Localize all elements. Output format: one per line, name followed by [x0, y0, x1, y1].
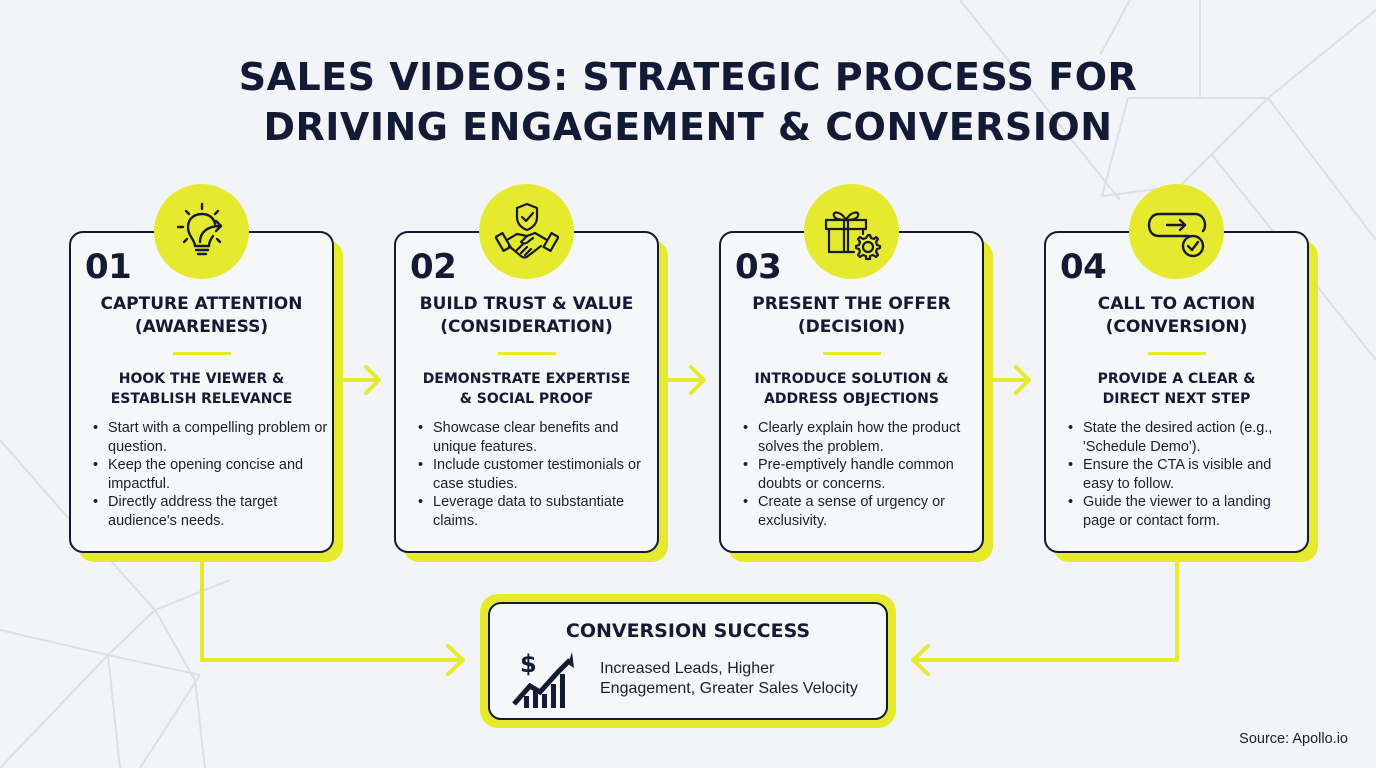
subtitle-line-1: DEMONSTRATE EXPERTISE [422, 371, 631, 387]
subtitle-line-1: HOOK THE VIEWER & [118, 371, 285, 387]
step-stage-title: CALL TO ACTION (CONVERSION) [1046, 293, 1307, 339]
gift-gear-icon [824, 210, 881, 260]
subtitle-line-1: INTRODUCE SOLUTION & [754, 371, 949, 387]
title-line-1: SALES VIDEOS: STRATEGIC PROCESS FOR [238, 55, 1138, 99]
lightbulb-arrow-icon [176, 202, 222, 255]
stage-title-line-1: CAPTURE ATTENTION [100, 294, 303, 314]
icon-badge-step-3 [804, 184, 899, 279]
subtitle-line-2: ADDRESS OBJECTIONS [764, 391, 939, 407]
success-text-line-2: Engagement, Greater Sales Velocity [600, 680, 858, 697]
step-card-4: 04 CALL TO ACTION (CONVERSION) PROVIDE A… [1044, 231, 1309, 553]
icon-badge-step-2 [479, 184, 574, 279]
stage-title-line-2: (CONVERSION) [1105, 317, 1248, 337]
stage-title-line-1: CALL TO ACTION [1097, 294, 1256, 314]
subtitle-line-2: ESTABLISH RELEVANCE [110, 391, 293, 407]
bullet-item: Guide the viewer to a landing page or co… [1068, 493, 1303, 530]
step-card-3: 03 PRESENT THE OFFER (DECISION) INTRODUC… [719, 231, 984, 553]
conversion-success-box: CONVERSION SUCCESS $ Increased Leads, Hi… [488, 602, 888, 720]
bullet-item: Ensure the CTA is visible and easy to fo… [1068, 456, 1303, 493]
success-title: CONVERSION SUCCESS [565, 620, 811, 642]
step-number: 01 [85, 247, 132, 287]
step-stage-title: BUILD TRUST & VALUE (CONSIDERATION) [396, 293, 657, 339]
step-card-2: 02 BUILD TRUST & VALUE (CONSIDERATION) D… [394, 231, 659, 553]
arrow-1-to-2 [336, 365, 381, 395]
step-card-1: 01 CAPTURE ATTENTION (AWARENESS) HOOK TH… [69, 231, 334, 553]
accent-divider [172, 352, 231, 355]
svg-text:$: $ [520, 650, 537, 678]
accent-divider [1147, 352, 1206, 355]
step-number: 02 [410, 247, 457, 287]
dollar-growth-chart-icon: $ [512, 650, 574, 708]
bullet-item: Create a sense of urgency or exclusivity… [743, 493, 978, 530]
step-bullet-list: Clearly explain how the product solves t… [743, 419, 978, 530]
source-credit: Source: Apollo.io [1239, 731, 1348, 747]
step-subtitle: INTRODUCE SOLUTION & ADDRESS OBJECTIONS [721, 369, 982, 409]
title-line-2: DRIVING ENGAGEMENT & CONVERSION [263, 105, 1113, 149]
stage-title-line-2: (AWARENESS) [134, 317, 269, 337]
arrow-3-to-4 [986, 365, 1031, 395]
bullet-item: Include customer testimonials or case st… [418, 456, 653, 493]
step-subtitle: HOOK THE VIEWER & ESTABLISH RELEVANCE [71, 369, 332, 409]
bullet-item: Clearly explain how the product solves t… [743, 419, 978, 456]
step-bullet-list: Showcase clear benefits and unique featu… [418, 419, 653, 530]
step-subtitle: DEMONSTRATE EXPERTISE & SOCIAL PROOF [396, 369, 657, 409]
icon-badge-step-4 [1129, 184, 1224, 279]
step-stage-title: PRESENT THE OFFER (DECISION) [721, 293, 982, 339]
step-bullet-list: Start with a compelling problem or quest… [93, 419, 328, 530]
accent-divider [822, 352, 881, 355]
success-text-line-1: Increased Leads, Higher [600, 660, 775, 677]
stage-title-line-1: PRESENT THE OFFER [752, 294, 951, 314]
bullet-item: Leverage data to substantiate claims. [418, 493, 653, 530]
icon-badge-step-1 [154, 184, 249, 279]
subtitle-line-2: DIRECT NEXT STEP [1102, 391, 1251, 407]
bullet-item: Pre-emptively handle common doubts or co… [743, 456, 978, 493]
handshake-shield-icon [494, 202, 559, 259]
step-number: 03 [735, 247, 782, 287]
step-stage-title: CAPTURE ATTENTION (AWARENESS) [71, 293, 332, 339]
step-bullet-list: State the desired action (e.g., 'Schedul… [1068, 419, 1303, 530]
cta-button-check-icon [1147, 212, 1206, 257]
bullet-item: Start with a compelling problem or quest… [93, 419, 328, 456]
page-title: SALES VIDEOS: STRATEGIC PROCESS FOR DRIV… [0, 52, 1376, 152]
stage-title-line-2: (CONSIDERATION) [440, 317, 613, 337]
step-number: 04 [1060, 247, 1107, 287]
accent-divider [497, 352, 556, 355]
step-subtitle: PROVIDE A CLEAR & DIRECT NEXT STEP [1046, 369, 1307, 409]
arrow-2-to-3 [661, 365, 706, 395]
bullet-item: Directly address the target audience's n… [93, 493, 328, 530]
subtitle-line-2: & SOCIAL PROOF [459, 391, 594, 407]
subtitle-line-1: PROVIDE A CLEAR & [1097, 371, 1256, 387]
arrow-1-to-success [200, 556, 465, 676]
stage-title-line-1: BUILD TRUST & VALUE [419, 294, 634, 314]
bullet-item: State the desired action (e.g., 'Schedul… [1068, 419, 1303, 456]
success-description: Increased Leads, Higher Engagement, Grea… [600, 659, 880, 699]
arrow-4-to-success [911, 558, 1179, 676]
bullet-item: Keep the opening concise and impactful. [93, 456, 328, 493]
stage-title-line-2: (DECISION) [797, 317, 906, 337]
bullet-item: Showcase clear benefits and unique featu… [418, 419, 653, 456]
